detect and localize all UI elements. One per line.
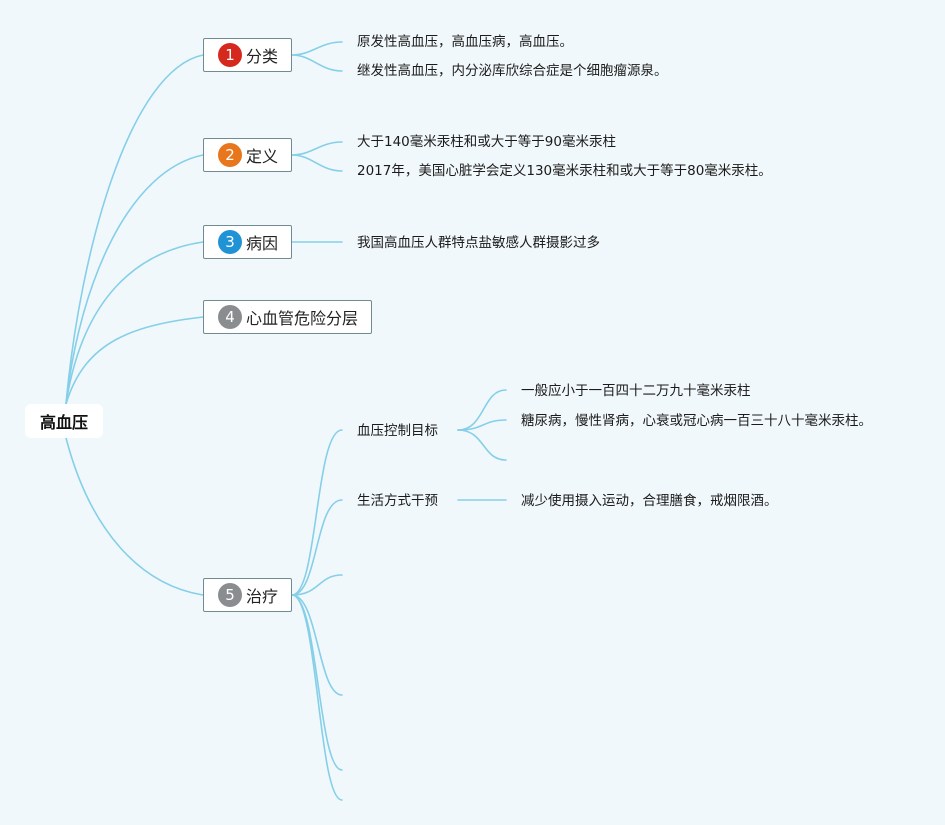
number-badge-2: 2 xyxy=(218,143,242,167)
topic-label: 定义 xyxy=(246,147,279,166)
root-topic[interactable]: 高血压 xyxy=(25,404,103,438)
subtopic-lifestyle[interactable]: 生活方式干预 xyxy=(357,493,438,509)
link-root-topic-2 xyxy=(65,154,204,405)
link-topic-1-leaf-2 xyxy=(291,54,343,72)
link-topic-5-empty-2 xyxy=(291,594,343,696)
topic-label: 心血管危险分层 xyxy=(246,309,359,328)
link-sub-1-leaf-1 xyxy=(457,389,507,431)
number-badge-5: 5 xyxy=(218,583,242,607)
leaf-node[interactable]: 大于140毫米汞柱和或大于等于90毫米汞柱 xyxy=(357,134,616,150)
link-root-topic-3 xyxy=(65,241,204,405)
link-topic-2-leaf-2 xyxy=(291,154,343,172)
link-sub-1-empty xyxy=(457,429,507,461)
leaf-node[interactable]: 2017年，美国心脏学会定义130毫米汞柱和或大于等于80毫米汞柱。 xyxy=(357,163,772,179)
topic-treatment[interactable]: 5 治疗 xyxy=(203,578,292,612)
link-root-topic-5 xyxy=(65,437,204,596)
link-topic-5-sub-1 xyxy=(291,429,343,596)
link-sub-1-leaf-2 xyxy=(457,419,507,431)
link-root-topic-1 xyxy=(65,54,204,405)
leaf-node[interactable]: 原发性高血压，高血压病，高血压。 xyxy=(357,34,573,50)
link-topic-5-empty-1 xyxy=(291,574,343,596)
topic-label: 病因 xyxy=(246,234,279,253)
link-root-topic-4 xyxy=(65,316,204,405)
topic-definition[interactable]: 2 定义 xyxy=(203,138,292,172)
topic-classification[interactable]: 1 分类 xyxy=(203,38,292,72)
root-topic-label: 高血压 xyxy=(39,413,88,432)
topic-label: 分类 xyxy=(246,47,279,66)
number-badge-4: 4 xyxy=(218,305,242,329)
leaf-node[interactable]: 我国高血压人群特点盐敏感人群摄影过多 xyxy=(357,235,600,251)
number-badge-1: 1 xyxy=(218,43,242,67)
leaf-node[interactable]: 继发性高血压，内分泌库欣综合症是个细胞瘤源泉。 xyxy=(357,63,668,79)
link-topic-5-empty-4 xyxy=(291,594,343,801)
number-badge-3: 3 xyxy=(218,230,242,254)
link-topic-1-leaf-1 xyxy=(291,41,343,56)
link-topic-5-sub-2 xyxy=(291,499,343,596)
topic-cause[interactable]: 3 病因 xyxy=(203,225,292,259)
leaf-node[interactable]: 减少使用摄入运动，合理膳食，戒烟限酒。 xyxy=(521,493,778,509)
link-topic-5-empty-3 xyxy=(291,594,343,771)
leaf-node[interactable]: 糖尿病，慢性肾病，心衰或冠心病一百三十八十毫米汞柱。 xyxy=(521,413,872,429)
subtopic-bp-target[interactable]: 血压控制目标 xyxy=(357,423,438,439)
link-topic-2-leaf-1 xyxy=(291,141,343,156)
leaf-node[interactable]: 一般应小于一百四十二万九十毫米汞柱 xyxy=(521,383,751,399)
topic-cardiovascular-risk[interactable]: 4 心血管危险分层 xyxy=(203,300,372,334)
topic-label: 治疗 xyxy=(246,587,279,606)
